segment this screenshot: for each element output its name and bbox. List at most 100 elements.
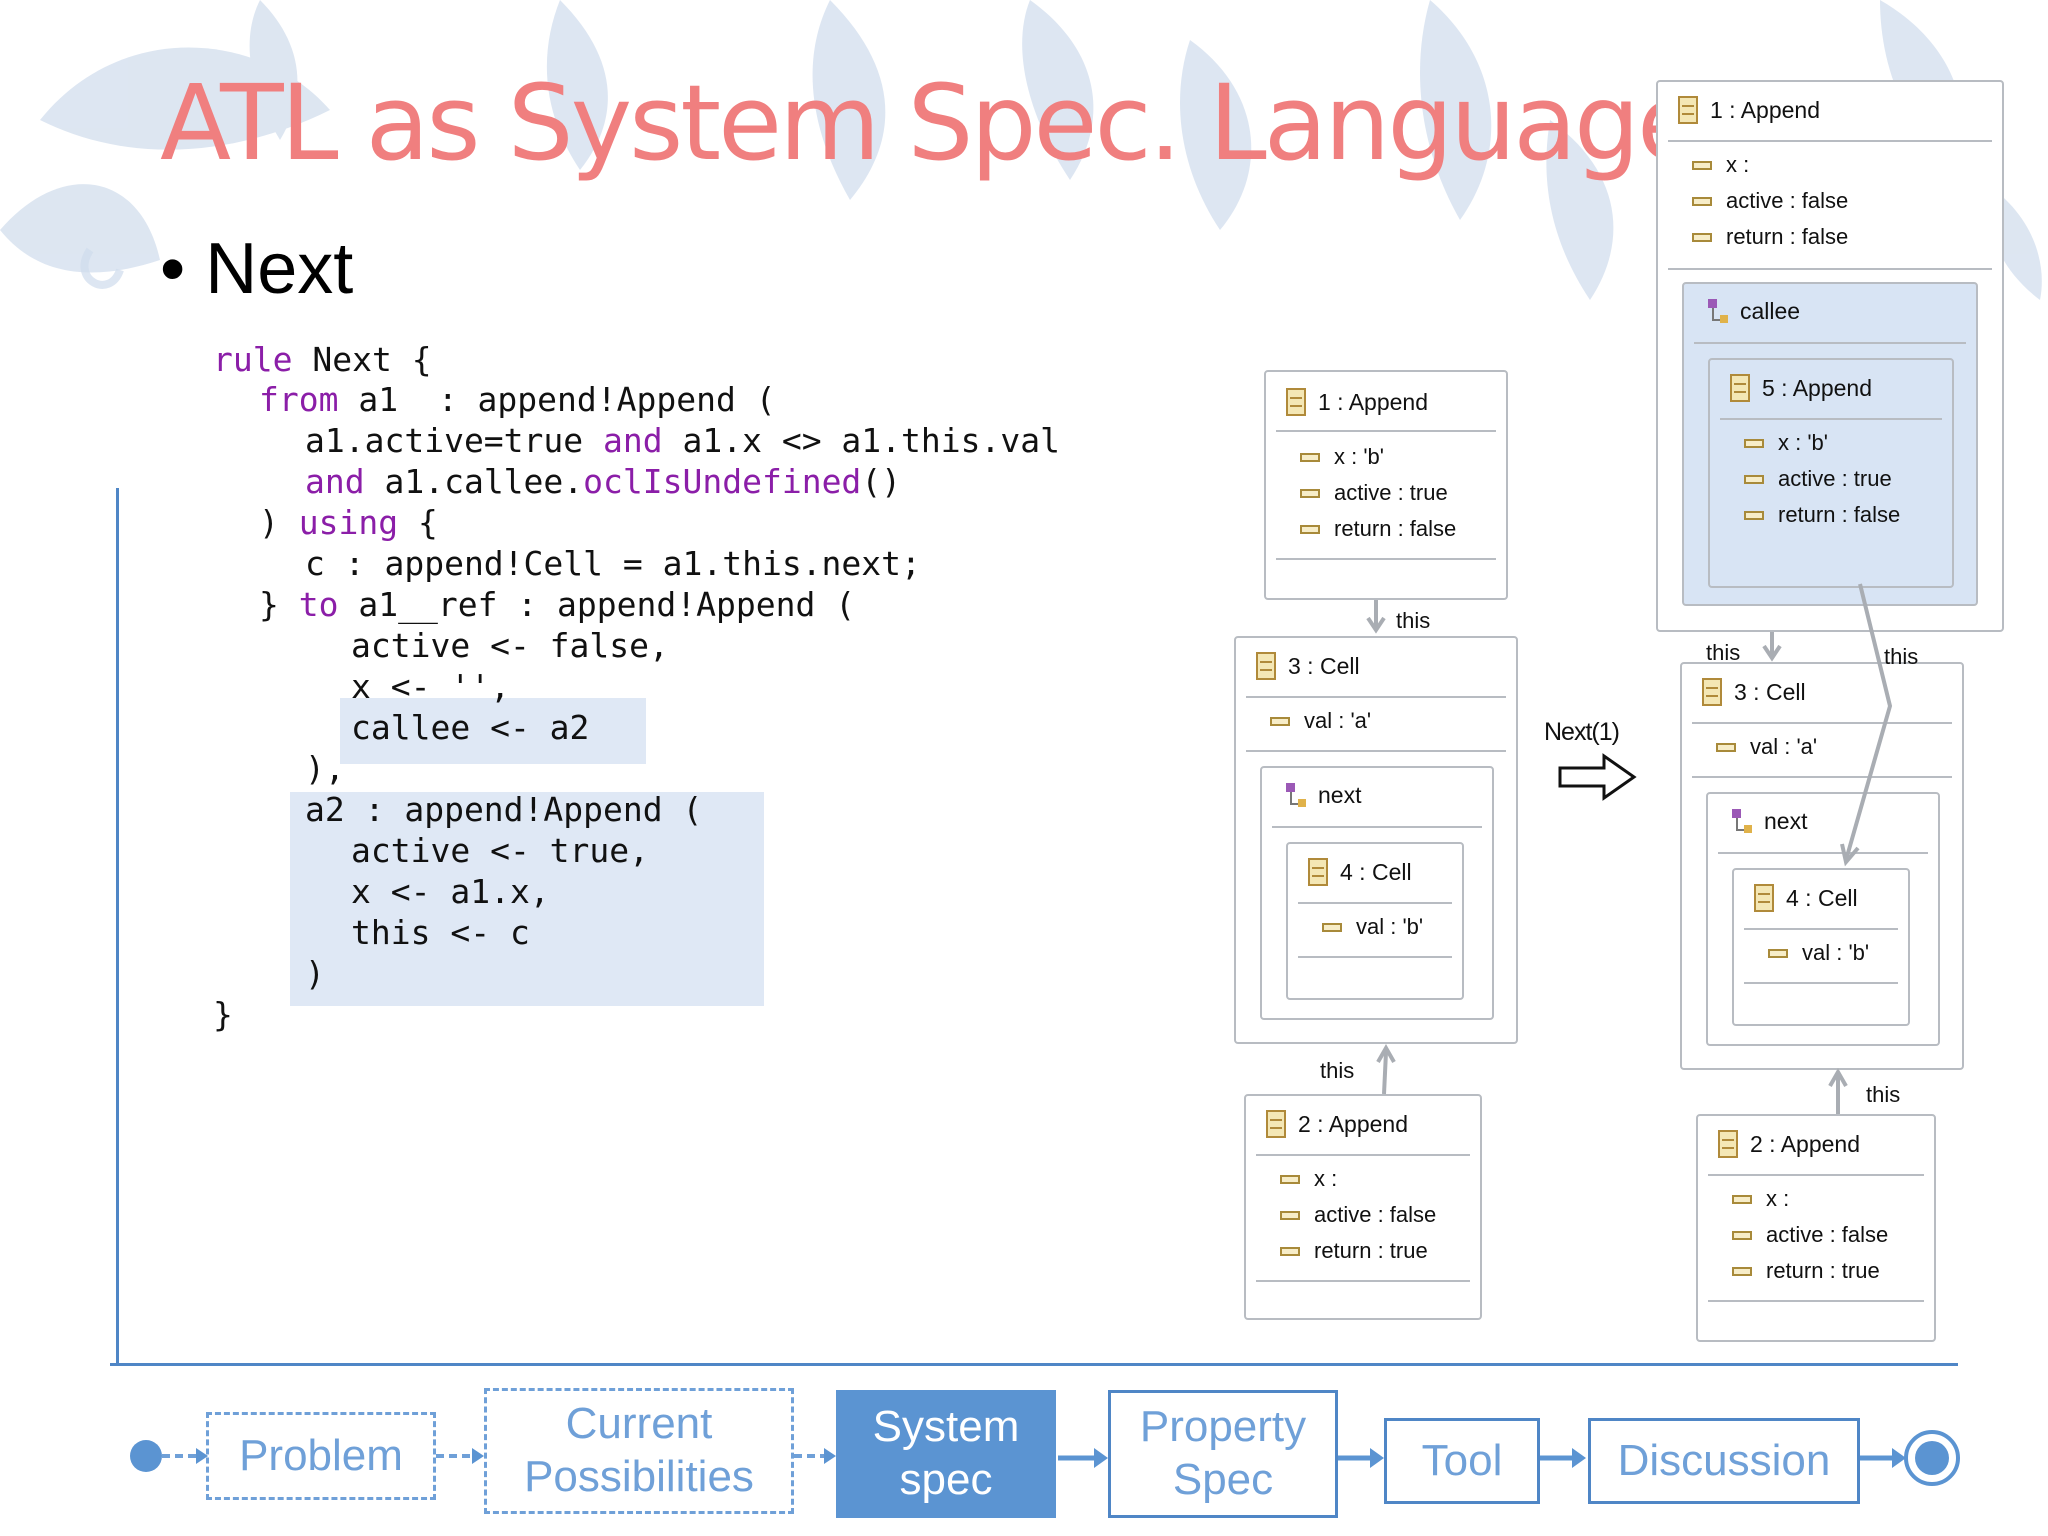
attribute: return : true — [1766, 1258, 1880, 1283]
attribute-icon — [1280, 1210, 1300, 1220]
right-append-1[interactable]: 1 : Append x : active : false return : f… — [1656, 80, 2004, 632]
class-icon — [1730, 374, 1750, 402]
right-next-compartment: next 4 : Cell val : 'b' — [1706, 792, 1940, 1046]
reference-icon — [1708, 298, 1728, 325]
attribute-icon — [1744, 474, 1764, 484]
attribute-icon — [1300, 488, 1320, 498]
code-highlight-callee — [340, 698, 646, 764]
class-icon — [1718, 1130, 1738, 1158]
right-this-label-left: this — [1706, 640, 1741, 665]
bullet-text: Next — [205, 229, 354, 309]
class-icon — [1678, 96, 1698, 124]
code-line: callee <- a2 — [351, 708, 590, 747]
slide-title: ATL as System Spec. Language — [160, 62, 1701, 184]
attribute: active : false — [1314, 1202, 1437, 1227]
right-cell-3[interactable]: 3 : Cell val : 'a' next 4 : Cell val : '… — [1680, 662, 1964, 1070]
code-line: a1.active=true and a1.x <> a1.this.val — [305, 421, 1060, 460]
object-header: 2 : Append — [1750, 1130, 1860, 1157]
attribute: val : 'b' — [1356, 914, 1424, 939]
left-guide-line — [116, 488, 119, 1366]
code-line: } — [213, 995, 233, 1034]
object-header: 3 : Cell — [1288, 652, 1360, 679]
attribute: active : true — [1778, 466, 1892, 491]
code-line: x <- a1.x, — [351, 872, 550, 911]
nav-tool[interactable]: Tool — [1384, 1418, 1540, 1504]
object-header: 4 : Cell — [1340, 858, 1412, 885]
attribute-icon — [1744, 510, 1764, 520]
object-header: 4 : Cell — [1786, 884, 1858, 911]
right-callee-compartment: callee 5 : Append x : 'b' active : true … — [1682, 282, 1978, 606]
code-line: from a1 : append!Append ( — [259, 380, 776, 419]
nav-system-spec[interactable]: System spec — [836, 1390, 1056, 1518]
attribute-icon — [1300, 452, 1320, 462]
attribute-icon — [1692, 160, 1712, 170]
nav-problem[interactable]: Problem — [206, 1412, 436, 1500]
class-icon — [1308, 858, 1328, 886]
reference-icon — [1286, 782, 1306, 809]
bullet-item: • Next — [160, 229, 354, 309]
code-line: rule Next { — [213, 340, 432, 379]
left-append-2[interactable]: 2 : Append x : active : false return : t… — [1244, 1094, 1482, 1320]
attribute-icon — [1732, 1266, 1752, 1276]
nav-current-possibilities[interactable]: Current Possibilities — [484, 1388, 794, 1514]
transition-arrow-icon — [1558, 753, 1637, 801]
attribute: active : false — [1726, 188, 1849, 213]
code-line: active <- false, — [351, 626, 669, 665]
attribute: val : 'b' — [1802, 940, 1870, 965]
attribute-icon — [1732, 1230, 1752, 1240]
code-line: and a1.callee.oclIsUndefined() — [305, 462, 902, 501]
right-cell-4[interactable]: 4 : Cell val : 'b' — [1732, 868, 1910, 1026]
left-this-label-top: this — [1396, 608, 1431, 633]
attribute-icon — [1768, 948, 1788, 958]
code-line: ) — [305, 954, 325, 993]
attribute: return : false — [1726, 224, 1849, 249]
class-icon — [1286, 388, 1306, 416]
left-this-label-bottom: this — [1320, 1058, 1355, 1083]
right-append-5[interactable]: 5 : Append x : 'b' active : true return … — [1708, 358, 1954, 588]
attribute-icon — [1270, 716, 1290, 726]
code-line: a2 : append!Append ( — [305, 790, 703, 829]
object-header: 1 : Append — [1710, 96, 1820, 123]
attribute: return : false — [1778, 502, 1901, 527]
left-cell-3[interactable]: 3 : Cell val : 'a' next 4 : Cell val : '… — [1234, 636, 1518, 1044]
right-this-label-bottom: this — [1866, 1082, 1901, 1107]
attribute: active : false — [1766, 1222, 1889, 1247]
attribute-icon — [1744, 438, 1764, 448]
right-append-2[interactable]: 2 : Append x : active : false return : t… — [1696, 1114, 1936, 1342]
left-cell-4[interactable]: 4 : Cell val : 'b' — [1286, 842, 1464, 1000]
object-header: 5 : Append — [1762, 374, 1872, 401]
attribute-icon — [1280, 1246, 1300, 1256]
attribute-icon — [1280, 1174, 1300, 1184]
attribute-icon — [1322, 922, 1342, 932]
code-highlight-a2 — [290, 792, 764, 1006]
attribute: val : 'a' — [1304, 708, 1372, 733]
attribute-icon — [1716, 742, 1736, 752]
class-icon — [1266, 1110, 1286, 1138]
attribute: active : true — [1334, 480, 1448, 505]
attribute-icon — [1692, 196, 1712, 206]
nav-property-spec[interactable]: Property Spec — [1108, 1390, 1338, 1518]
attribute: x : — [1314, 1166, 1338, 1191]
code-line: c : append!Cell = a1.this.next; — [305, 544, 921, 583]
code-line: ), — [305, 749, 345, 788]
attribute: x : 'b' — [1334, 444, 1384, 469]
left-next-compartment: next 4 : Cell val : 'b' — [1260, 766, 1494, 1020]
code-line: } to a1__ref : append!Append ( — [259, 585, 856, 624]
nav-discussion[interactable]: Discussion — [1588, 1418, 1860, 1504]
transition-label: Next(1) — [1544, 718, 1620, 746]
object-header: 1 : Append — [1318, 388, 1428, 415]
right-this-label-right: this — [1884, 644, 1919, 669]
object-header: 3 : Cell — [1734, 678, 1806, 705]
reference-label: next — [1764, 808, 1808, 834]
reference-label: next — [1318, 782, 1362, 808]
class-icon — [1754, 884, 1774, 912]
left-append-1[interactable]: 1 : Append x : 'b' active : true return … — [1264, 370, 1508, 600]
class-icon — [1702, 678, 1722, 706]
attribute: val : 'a' — [1750, 734, 1818, 759]
attribute: return : false — [1334, 516, 1457, 541]
attribute-icon — [1732, 1194, 1752, 1204]
reference-label: callee — [1740, 298, 1801, 324]
